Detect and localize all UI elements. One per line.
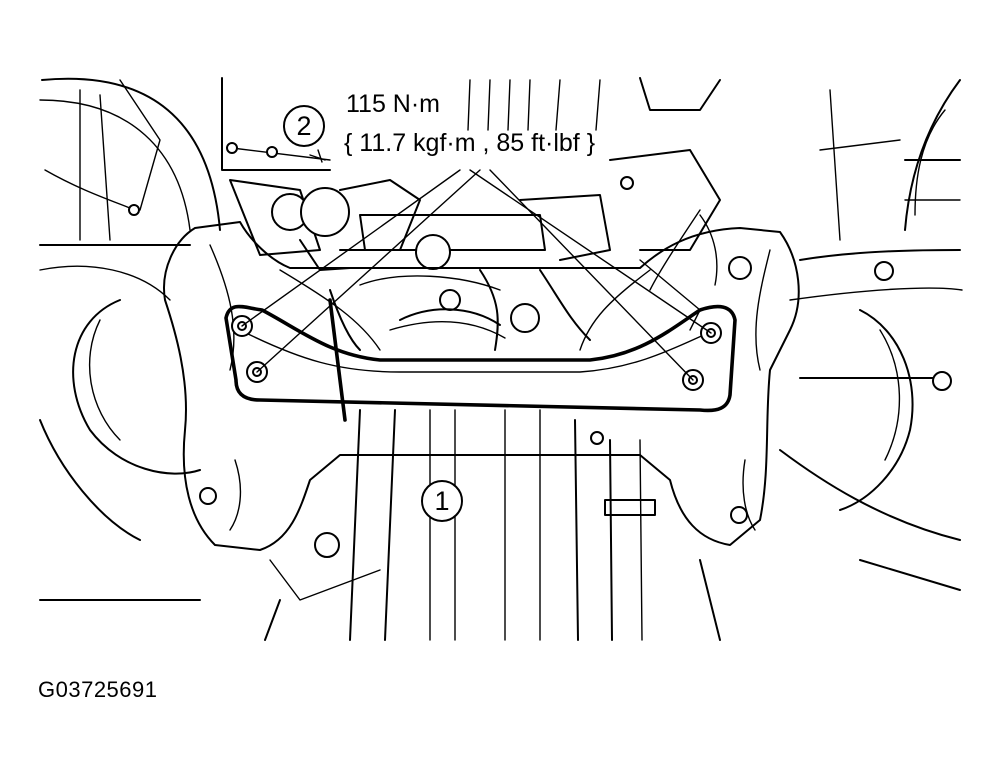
right-wheel-well — [779, 79, 963, 591]
figure-id: G03725691 — [38, 677, 158, 702]
callout-1-label: 1 — [434, 486, 450, 516]
callout-1-circle — [421, 480, 463, 522]
callout-2-circle — [283, 105, 325, 147]
torque-value-imperial: { 11.7 kgf·m , 85 ft·lbf } — [344, 129, 596, 157]
exhaust-pipes — [264, 409, 721, 641]
callout-2-label: 2 — [296, 111, 312, 141]
torque-leader-lines — [241, 169, 712, 381]
front-crossmember — [163, 221, 800, 551]
left-wheel-well — [39, 77, 221, 601]
callout-2-leader — [226, 142, 331, 163]
support-plate — [224, 304, 737, 413]
torque-value-nm: 115 N·m — [346, 90, 441, 118]
